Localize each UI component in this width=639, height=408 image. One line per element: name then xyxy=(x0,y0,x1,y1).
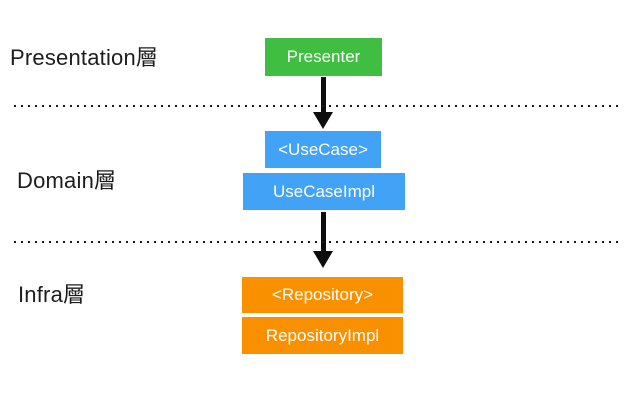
arrow-presentation-to-domain xyxy=(313,77,333,129)
arrow-head-down-icon xyxy=(313,112,333,129)
layer-label-infra: Infra層 xyxy=(18,282,86,307)
usecase-interface-box: <UseCase> xyxy=(265,131,381,168)
repository-impl-box: RepositoryImpl xyxy=(242,317,403,354)
repository-interface-box: <Repository> xyxy=(242,277,403,313)
layer-label-domain: Domain層 xyxy=(17,168,117,193)
arrow-shaft xyxy=(320,212,326,251)
layer-divider-2 xyxy=(14,241,620,243)
arrow-domain-to-infra xyxy=(313,212,333,268)
layer-label-presentation: Presentation層 xyxy=(10,45,159,70)
arrow-shaft xyxy=(320,77,326,112)
layer-divider-1 xyxy=(14,105,620,107)
presenter-box: Presenter xyxy=(265,38,382,76)
usecase-impl-box: UseCaseImpl xyxy=(243,173,405,210)
arrow-head-down-icon xyxy=(313,251,333,268)
